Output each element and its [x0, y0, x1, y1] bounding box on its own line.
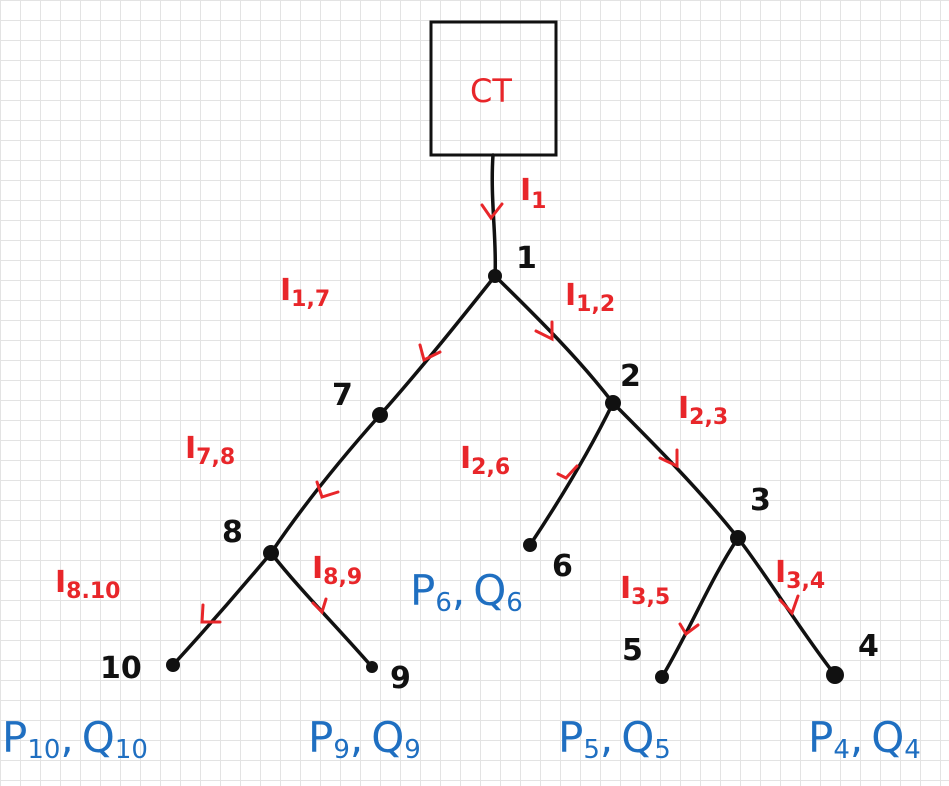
- load-label-node-4: P4,Q4: [808, 713, 921, 765]
- node-label-9: 9: [390, 661, 411, 696]
- line-1-2: [493, 274, 615, 405]
- node-label-6: 6: [552, 549, 573, 584]
- current-label-i12: I1,2: [565, 278, 615, 317]
- arrow-i1: [480, 202, 504, 221]
- arrow-i26: [556, 464, 579, 480]
- node-dot-1: [488, 269, 502, 283]
- line-2-6: [528, 401, 615, 547]
- node-dot-10: [166, 658, 180, 672]
- current-label-i1: I1: [520, 173, 546, 214]
- line-8-10: [171, 551, 273, 667]
- node-label-10: 10: [100, 651, 142, 686]
- line-1-7: [378, 274, 497, 417]
- current-label-i35: I3,5: [620, 571, 670, 610]
- load-label-node-9: P9,Q9: [308, 713, 421, 765]
- node-dot-5: [655, 670, 669, 684]
- line-ct-1: [490, 153, 498, 278]
- node-dot-9: [366, 661, 378, 673]
- node-label-2: 2: [620, 359, 641, 394]
- node-dot-8: [263, 545, 279, 561]
- node-label-1: 1: [516, 241, 537, 276]
- node-dot-7: [372, 407, 388, 423]
- ct-label: CT: [470, 72, 512, 110]
- current-label-i34: I3,4: [775, 555, 825, 594]
- arrow-i12: [534, 320, 554, 342]
- arrow-i17: [418, 343, 442, 363]
- node-label-7: 7: [332, 378, 353, 413]
- node-dots: [166, 269, 844, 684]
- arrow-i23: [658, 448, 679, 469]
- node-label-8: 8: [222, 515, 243, 550]
- node-dot-6: [523, 538, 537, 552]
- current-label-i23: I2,3: [678, 391, 728, 430]
- node-label-5: 5: [622, 633, 643, 668]
- node-dot-4: [826, 666, 844, 684]
- line-3-5: [660, 536, 740, 679]
- node-label-3: 3: [750, 483, 771, 518]
- line-7-8: [269, 413, 382, 555]
- current-label-i26: I2,6: [460, 441, 510, 480]
- node-label-4: 4: [858, 629, 879, 664]
- load-label-node-6: P6,Q6: [410, 566, 523, 618]
- load-label-node-10: P10,Q10: [2, 713, 148, 765]
- node-dot-3: [730, 530, 746, 546]
- current-label-i810: I8.10: [55, 565, 120, 604]
- arrow-i78: [315, 480, 340, 499]
- current-label-i17: I1,7: [280, 273, 330, 312]
- arrow-i89: [311, 597, 328, 615]
- current-arrows: [200, 202, 800, 637]
- node-dot-2: [605, 395, 621, 411]
- current-label-i89: I8,9: [312, 551, 362, 590]
- load-label-node-5: P5,Q5: [558, 713, 671, 765]
- current-label-i78: I7,8: [185, 431, 235, 470]
- arrow-i34: [778, 594, 800, 616]
- arrow-i35: [678, 622, 700, 637]
- arrow-i810: [200, 603, 222, 624]
